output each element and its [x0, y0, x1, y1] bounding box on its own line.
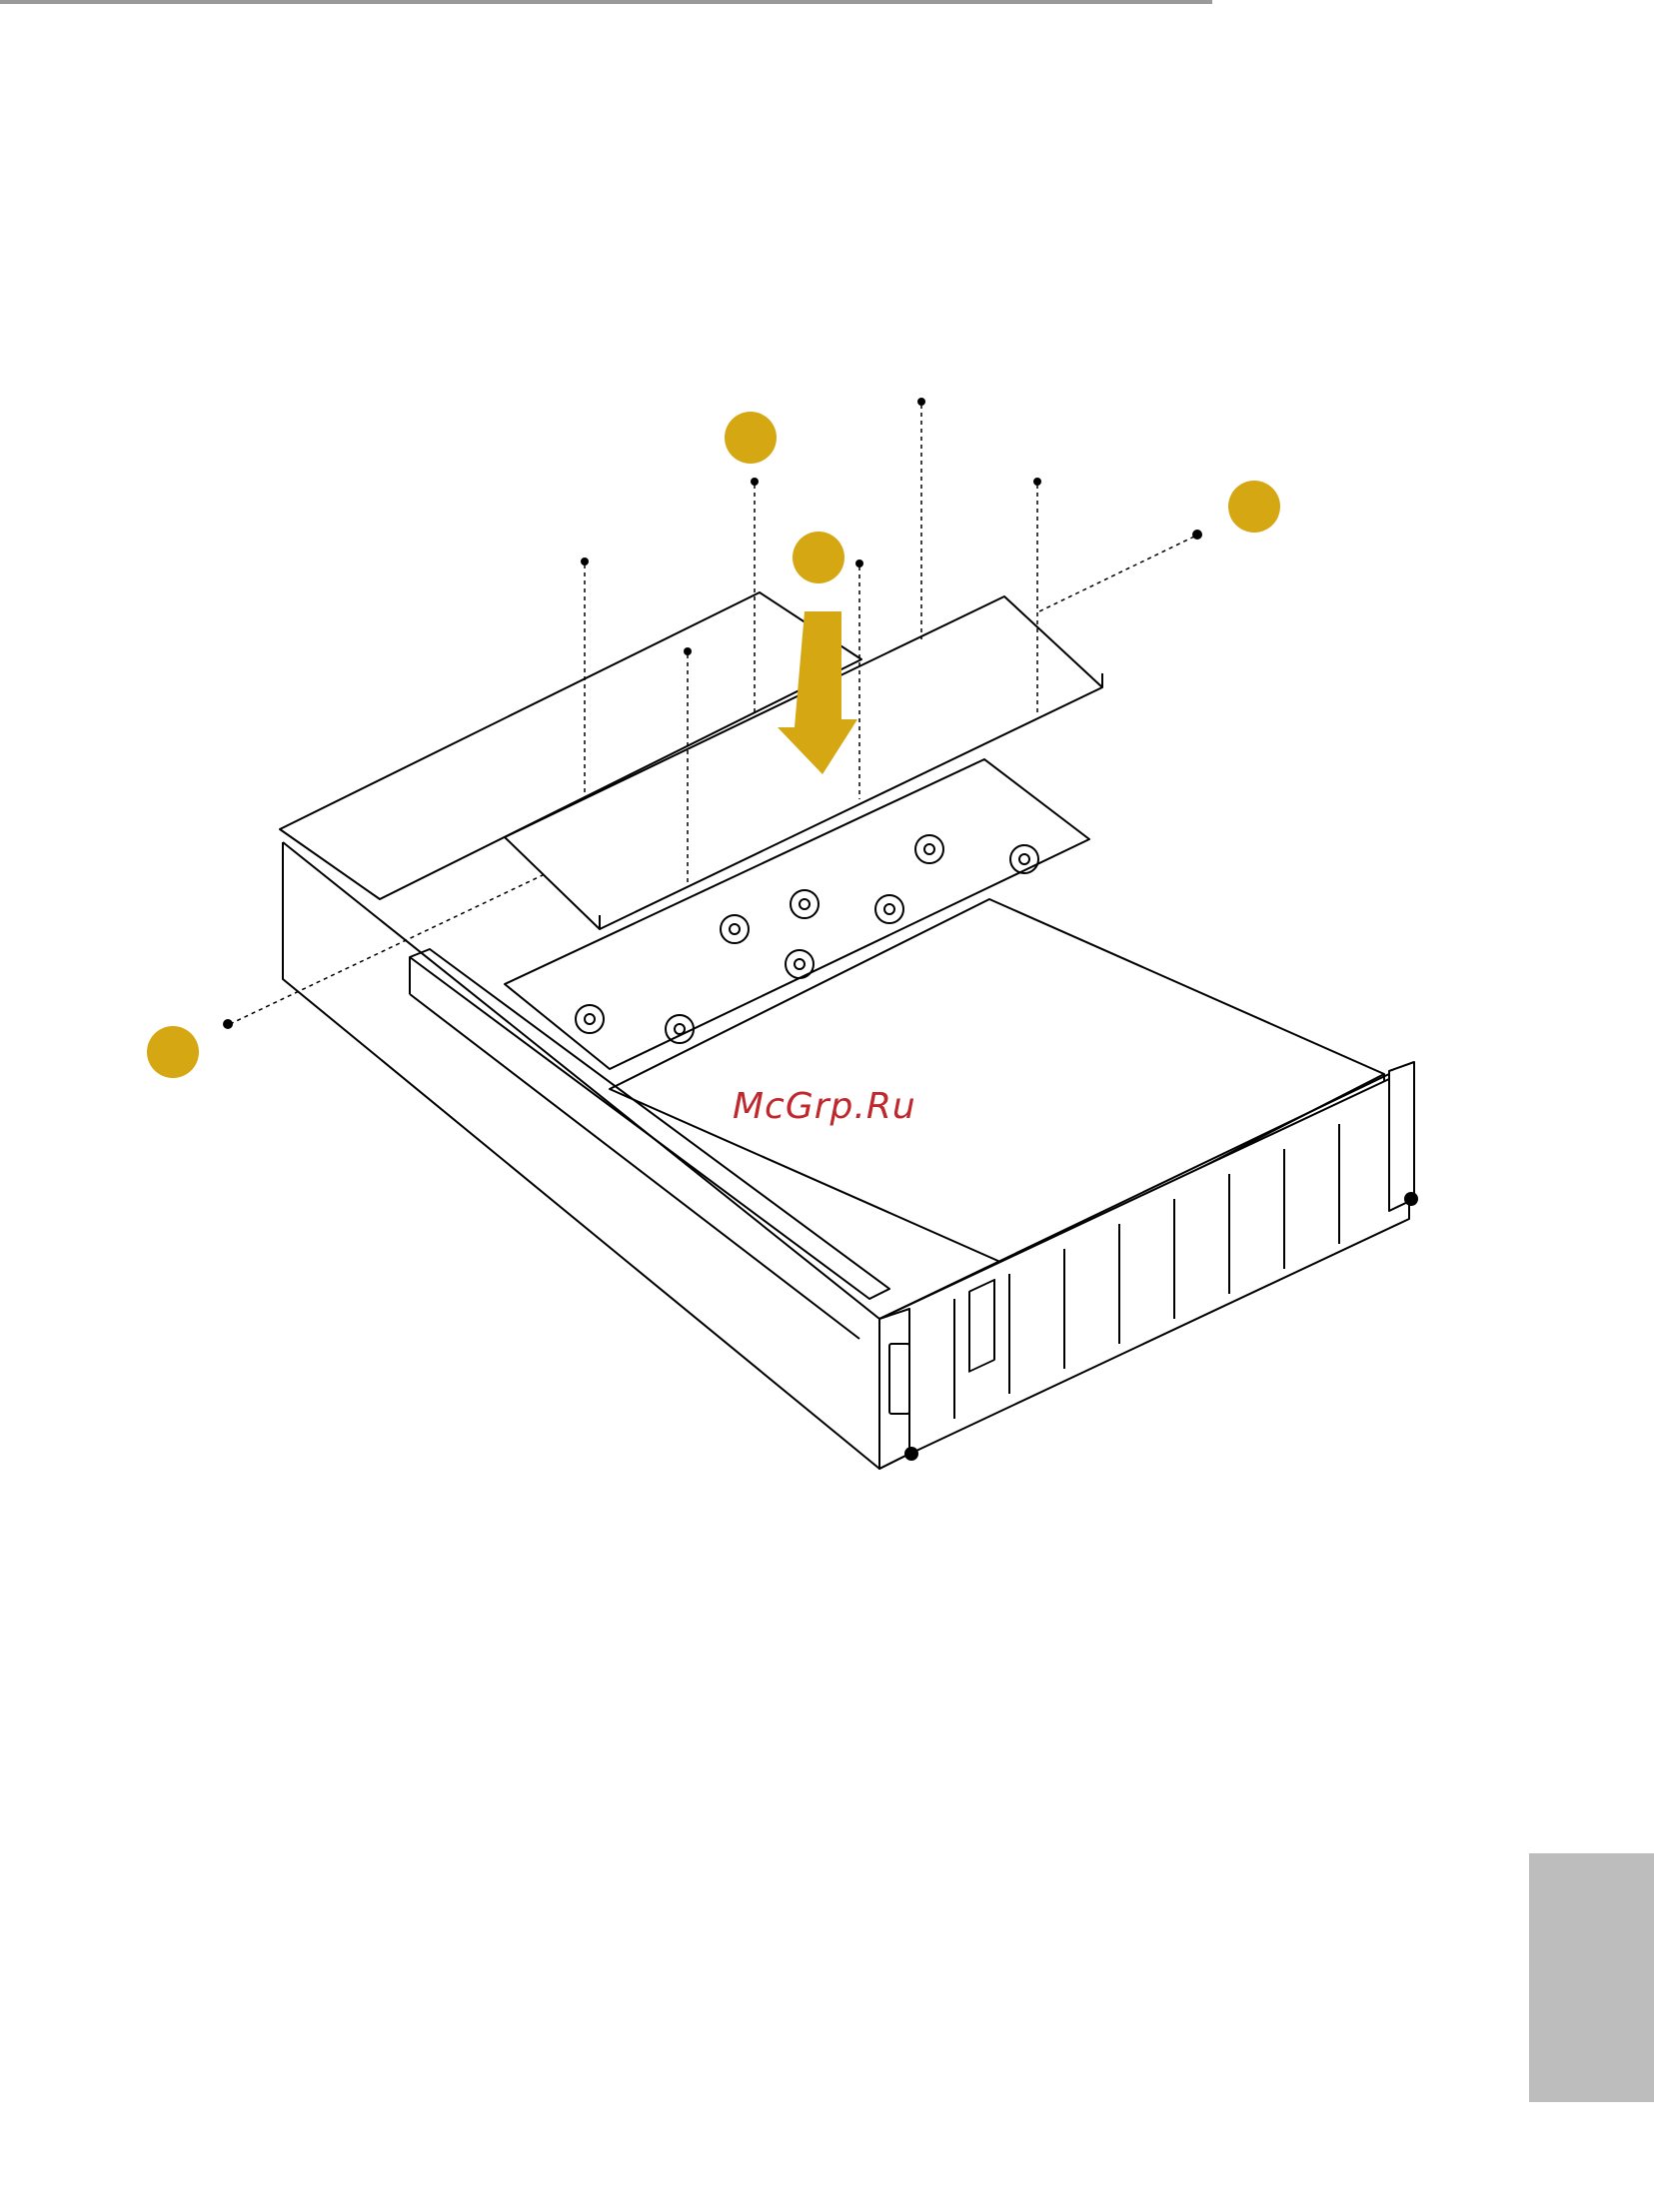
step-marker-2 — [793, 532, 844, 583]
step-marker-4 — [147, 1026, 199, 1078]
step-marker-3 — [1228, 481, 1280, 533]
watermark-text: McGrp.Ru — [733, 1086, 916, 1127]
step-marker-1 — [725, 412, 777, 464]
chapter-tab — [1529, 1853, 1654, 2102]
